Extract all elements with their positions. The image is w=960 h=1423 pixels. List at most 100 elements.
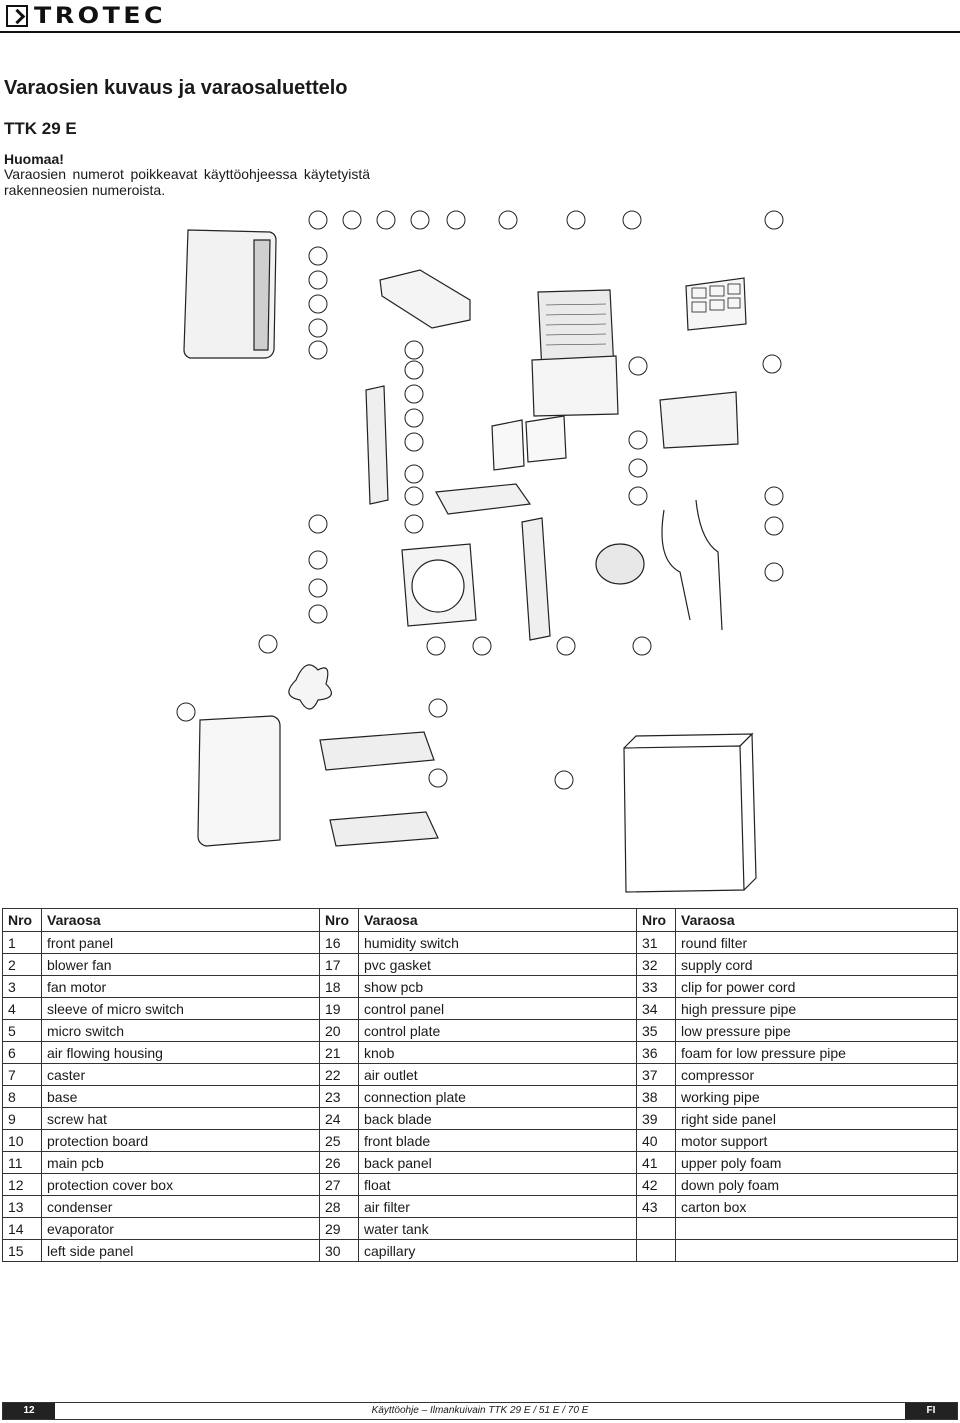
part-number-cell: 43 (636, 1195, 676, 1218)
part-name-cell: condenser (41, 1195, 320, 1218)
table-header-row: Nro Varaosa Nro Varaosa Nro Varaosa (2, 908, 958, 932)
part-number-cell: 31 (636, 931, 676, 954)
callout-balloon (308, 578, 328, 598)
footer-doc-title: Käyttöohje – Ilmankuivain TTK 29 E / 51 … (371, 1405, 589, 1416)
page-title: Varaosien kuvaus ja varaosaluettelo (4, 77, 348, 99)
part-number-cell: 2 (2, 953, 42, 976)
part-name-cell: sleeve of micro switch (41, 997, 320, 1020)
part-number-cell: 9 (2, 1107, 42, 1130)
part-name-cell: screw hat (41, 1107, 320, 1130)
header-part: Varaosa (675, 908, 958, 932)
callout-balloon (308, 550, 328, 570)
part-number-cell: 22 (319, 1063, 359, 1086)
callout-balloon (764, 210, 784, 230)
callout-balloon (342, 210, 362, 230)
part-name-cell: high pressure pipe (675, 997, 958, 1020)
part-name-cell: capillary (358, 1239, 637, 1262)
part-name-cell: fan motor (41, 975, 320, 998)
part-name-cell: float (358, 1173, 637, 1196)
callout-balloon (764, 486, 784, 506)
part-number-cell: 3 (2, 975, 42, 998)
callout-balloon (628, 430, 648, 450)
part-number-cell: 33 (636, 975, 676, 998)
part-number-cell: 38 (636, 1085, 676, 1108)
callout-balloon (308, 340, 328, 360)
part-number-cell (636, 1217, 676, 1240)
part-number-cell: 11 (2, 1151, 42, 1174)
part-name-cell: upper poly foam (675, 1151, 958, 1174)
part-number-cell: 8 (2, 1085, 42, 1108)
part-name-cell: knob (358, 1041, 637, 1064)
callout-balloon (426, 636, 446, 656)
logo-text: TROTEC (34, 3, 167, 29)
part-number-cell: 14 (2, 1217, 42, 1240)
part-number-cell: 23 (319, 1085, 359, 1108)
part-number-cell: 12 (2, 1173, 42, 1196)
callout-balloon (308, 210, 328, 230)
part-number-cell: 27 (319, 1173, 359, 1196)
part-name-cell: control plate (358, 1019, 637, 1042)
part-number-cell: 41 (636, 1151, 676, 1174)
part-name-cell: working pipe (675, 1085, 958, 1108)
part-name-cell: carton box (675, 1195, 958, 1218)
callout-balloon (554, 770, 574, 790)
part-name-cell: blower fan (41, 953, 320, 976)
part-name-cell: right side panel (675, 1107, 958, 1130)
callout-balloon (404, 486, 424, 506)
part-name-cell: left side panel (41, 1239, 320, 1262)
part-number-cell: 4 (2, 997, 42, 1020)
callout-balloon (762, 354, 782, 374)
header-nro: Nro (636, 908, 676, 932)
header-rule (0, 31, 960, 33)
part-number-cell: 37 (636, 1063, 676, 1086)
callout-balloon (308, 246, 328, 266)
callout-balloon (628, 356, 648, 376)
part-number-cell: 42 (636, 1173, 676, 1196)
part-number-cell: 5 (2, 1019, 42, 1042)
callout-balloon (628, 486, 648, 506)
part-number-cell: 17 (319, 953, 359, 976)
part-name-cell: supply cord (675, 953, 958, 976)
part-name-cell: back blade (358, 1107, 637, 1130)
part-name-cell: humidity switch (358, 931, 637, 954)
part-number-cell (636, 1239, 676, 1262)
header-nro: Nro (2, 908, 42, 932)
callout-balloon (176, 702, 196, 722)
part-number-cell: 28 (319, 1195, 359, 1218)
part-name-cell: protection cover box (41, 1173, 320, 1196)
part-name-cell: air outlet (358, 1063, 637, 1086)
callout-balloon (446, 210, 466, 230)
footer-page-number: 12 (3, 1403, 55, 1419)
callout-balloon (428, 698, 448, 718)
part-number-cell: 10 (2, 1129, 42, 1152)
note-heading: Huomaa! (4, 151, 64, 167)
part-name-cell: main pcb (41, 1151, 320, 1174)
part-number-cell: 21 (319, 1041, 359, 1064)
part-name-cell: low pressure pipe (675, 1019, 958, 1042)
part-number-cell: 29 (319, 1217, 359, 1240)
callout-balloon (556, 636, 576, 656)
part-number-cell: 6 (2, 1041, 42, 1064)
part-name-cell: down poly foam (675, 1173, 958, 1196)
part-number-cell: 24 (319, 1107, 359, 1130)
part-number-cell: 18 (319, 975, 359, 998)
part-number-cell: 1 (2, 931, 42, 954)
part-number-cell: 35 (636, 1019, 676, 1042)
part-name-cell: motor support (675, 1129, 958, 1152)
callout-balloon (404, 464, 424, 484)
part-name-cell: round filter (675, 931, 958, 954)
part-number-cell: 16 (319, 931, 359, 954)
part-name-cell: control panel (358, 997, 637, 1020)
part-number-cell: 30 (319, 1239, 359, 1262)
part-name-cell: caster (41, 1063, 320, 1086)
